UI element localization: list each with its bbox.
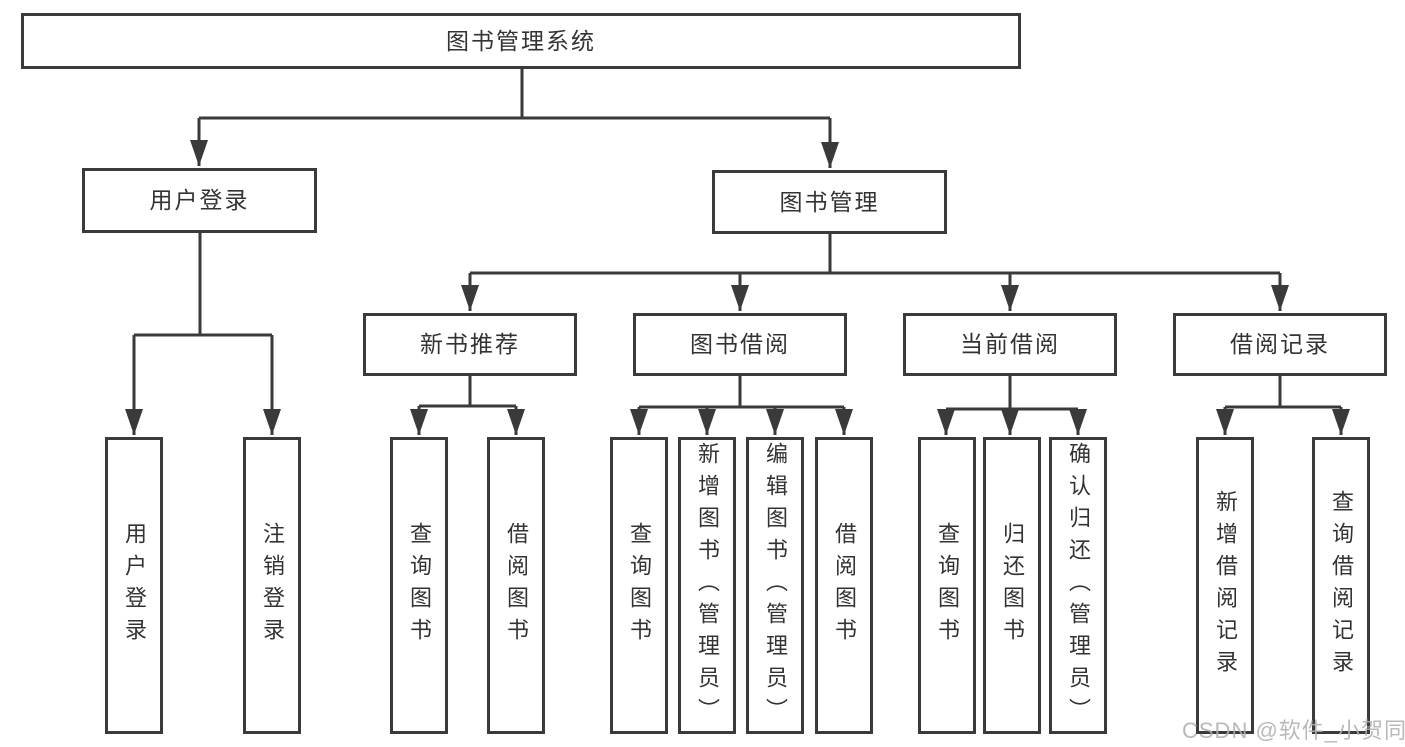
leaf-borrow-books-borrow: 借阅图书	[815, 437, 873, 734]
connector-book-borrow	[630, 376, 853, 435]
connector-book-management	[461, 234, 1289, 311]
leaf-confirm-return-admin: 确认归还（管理员）	[1049, 437, 1107, 734]
connector-root	[190, 69, 839, 168]
leaf-query-books-current: 查询图书	[918, 437, 976, 734]
leaf-edit-book-admin: 编辑图书（管理员）	[746, 437, 804, 734]
leaf-add-borrow-record: 新增借阅记录	[1196, 437, 1254, 734]
connector-user-login	[125, 233, 281, 435]
leaf-query-borrow-record: 查询借阅记录	[1312, 437, 1370, 734]
leaf-return-book: 归还图书	[983, 437, 1041, 734]
leaf-borrow-books-recommend: 借阅图书	[487, 437, 545, 734]
connector-new-book-recommend	[410, 376, 525, 435]
node-new-book-recommend: 新书推荐	[363, 313, 577, 376]
node-borrow-records: 借阅记录	[1173, 313, 1387, 376]
node-library-management-system: 图书管理系统	[21, 13, 1021, 69]
connector-borrow-records	[1216, 376, 1350, 435]
connector-current-borrow	[937, 376, 1087, 435]
node-book-borrow: 图书借阅	[633, 313, 847, 376]
node-book-management: 图书管理	[712, 170, 947, 234]
leaf-logout: 注销登录	[243, 437, 301, 734]
leaf-query-books-borrow: 查询图书	[610, 437, 668, 734]
leaf-query-books-recommend: 查询图书	[390, 437, 448, 734]
leaf-add-book-admin: 新增图书（管理员）	[678, 437, 736, 734]
node-user-login: 用户登录	[82, 168, 317, 233]
leaf-user-login: 用户登录	[105, 437, 163, 734]
node-current-borrow: 当前借阅	[903, 313, 1117, 376]
csdn-watermark: CSDN @软件_小贺同学	[1182, 718, 1405, 743]
